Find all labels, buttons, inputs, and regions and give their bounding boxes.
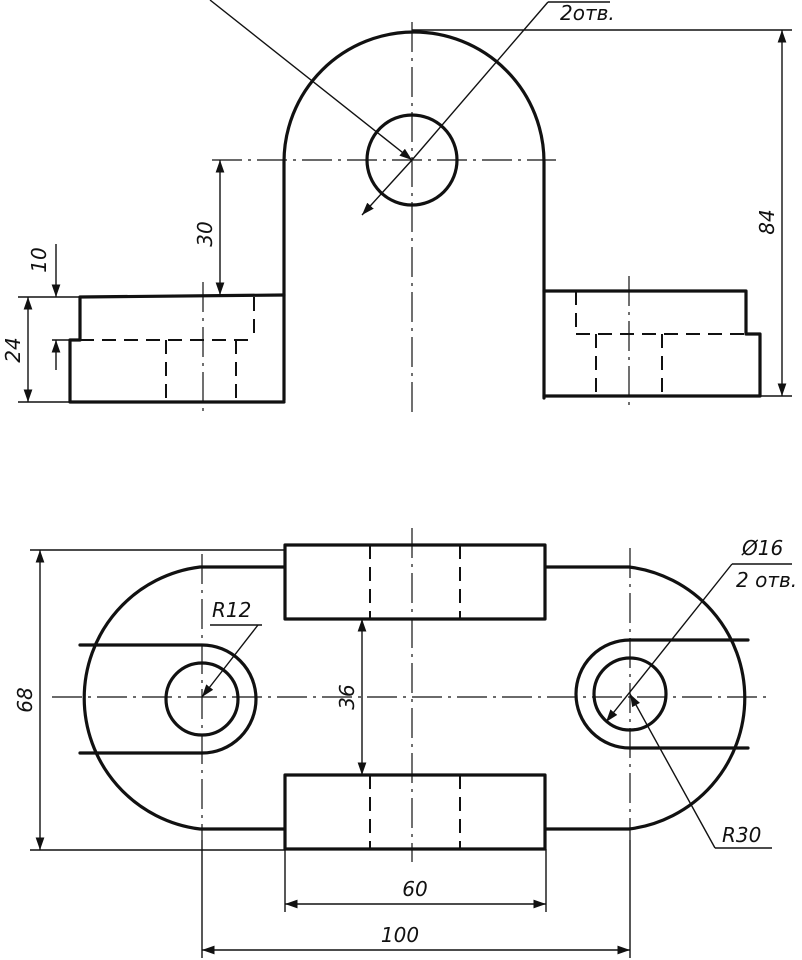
left-slot (78, 643, 258, 755)
dim-30-label: 30 (193, 221, 217, 246)
left-base-upper (68, 293, 286, 404)
dia16-label: Ø16 (741, 536, 783, 560)
dim-84-label: 84 (755, 209, 779, 234)
hole-count-label-plan: 2 отв. (736, 568, 797, 592)
leader-line-left (209, 0, 413, 161)
upright-bottom-rect (283, 773, 547, 851)
r30-label: R30 (722, 823, 761, 847)
r12-leader (201, 624, 259, 698)
dia16-leader (605, 563, 733, 723)
leader-line-right (411, 1, 549, 161)
hole-count-label-front: 2отв. (560, 1, 615, 25)
arch-outline (282, 30, 546, 402)
leader-line-right-ext (361, 159, 413, 216)
dim-10-label: 10 (27, 247, 51, 272)
upright-top-rect (283, 543, 547, 621)
right-slot (574, 638, 750, 750)
dim-60-label: 60 (402, 877, 427, 901)
dim-100-label: 100 (381, 923, 419, 947)
dim-36-label: 36 (335, 684, 359, 709)
plan-view: R12 Ø16 2 отв. R30 68 36 60 100 (13, 528, 797, 958)
base-outline (82, 565, 747, 831)
dim-24-label: 24 (1, 337, 25, 362)
r12-label: R12 (212, 598, 251, 622)
right-base-upper (542, 289, 762, 398)
r30-leader (629, 693, 716, 849)
dim-68-label: 68 (13, 687, 37, 712)
front-view: 2отв. 84 30 24 10 (1, 0, 792, 418)
